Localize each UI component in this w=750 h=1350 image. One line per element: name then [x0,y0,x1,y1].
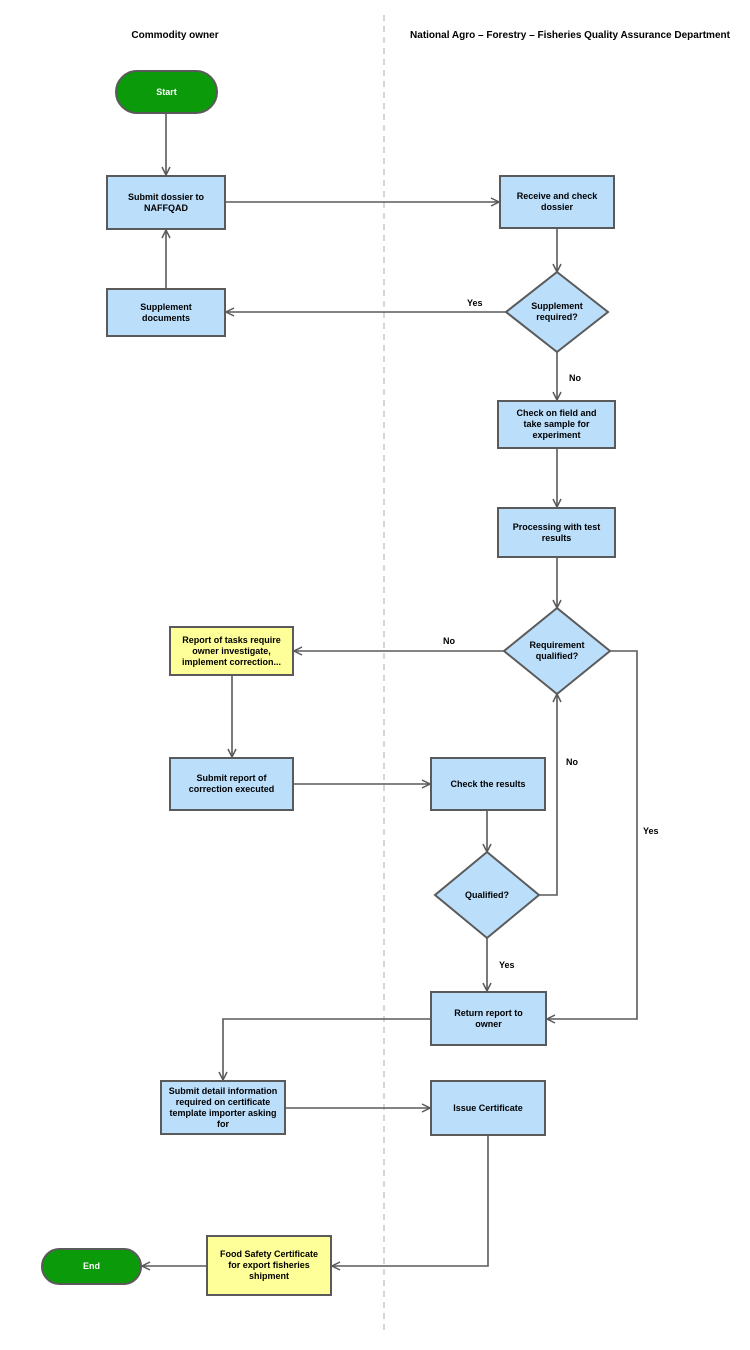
edge-label-requirement-no: No [443,636,455,646]
supplement-documents-node: Supplement documents [106,288,226,337]
edge-qualified-no [539,694,557,896]
requirement-qualified-label: Requirement qualified? [529,640,585,661]
food-safety-certificate-node: Food Safety Certificate for export fishe… [206,1235,332,1296]
edge-label-requirement-yes: Yes [643,826,659,836]
edge-label-qualified-yes: Yes [499,960,515,970]
receive-check-node: Receive and check dossier [499,175,615,229]
issue-certificate-node: Issue Certificate [430,1080,546,1136]
edge-return-to-submit-detail [223,1018,430,1080]
submit-detail-node: Submit detail information required on ce… [160,1080,286,1135]
supplement-required-label: Supplement required? [531,301,583,322]
edge-label-supplement-no: No [569,373,581,383]
submit-report-node: Submit report of correction executed [169,757,294,811]
edge-label-supplement-yes: Yes [467,298,483,308]
edge-issue-to-food-safety [332,1136,489,1266]
edge-requirement-yes [547,650,638,1019]
check-results-node: Check the results [430,757,546,811]
return-report-node: Return report to owner [430,991,547,1046]
start-node: Start [115,70,218,114]
lane-header-department: National Agro – Forestry – Fisheries Qua… [410,30,730,41]
lane-header-owner: Commodity owner [131,30,219,41]
qualified-label: Qualified? [464,889,509,900]
processing-node: Processing with test results [497,507,616,558]
edge-label-qualified-no: No [566,757,578,767]
report-tasks-node: Report of tasks require owner investigat… [169,626,294,676]
end-node: End [41,1248,142,1285]
check-field-node: Check on field and take sample for exper… [497,400,616,449]
submit-dossier-node: Submit dossier to NAFFQAD [106,175,226,230]
